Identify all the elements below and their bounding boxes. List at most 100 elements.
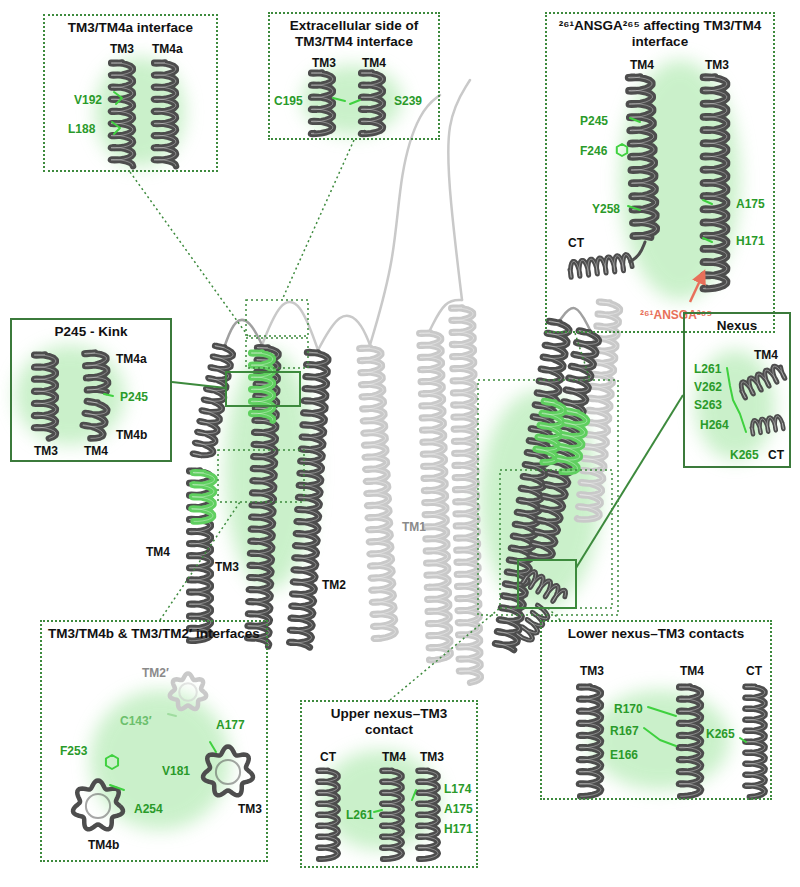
helix-highlight xyxy=(289,352,328,647)
helix-label: TM4b xyxy=(116,428,147,442)
contact-glow xyxy=(15,345,125,445)
helix-ribbon xyxy=(741,366,785,398)
residue-label: L174 xyxy=(444,782,471,796)
residue-label: P245 xyxy=(580,114,608,128)
helix-label: TM3 xyxy=(705,58,729,72)
helix-highlight xyxy=(193,346,233,456)
residue-label: A175 xyxy=(444,802,473,816)
helix-label: CT xyxy=(320,750,336,764)
residue-stick xyxy=(374,810,382,812)
residue-stick xyxy=(112,122,120,134)
helix-label: TM4 xyxy=(362,56,386,70)
helix-end-view xyxy=(179,683,197,701)
callout-box: TM3/TM4a interfaceTM3TM4aV192L188 xyxy=(43,14,218,172)
region-frame xyxy=(478,380,618,615)
helix-label: TM3 xyxy=(215,560,239,574)
helix-ribbon xyxy=(418,770,438,859)
callout-title: Nexus xyxy=(689,318,785,334)
loop xyxy=(448,80,470,300)
helix-highlight xyxy=(251,353,272,421)
residue-stick xyxy=(740,738,746,742)
residue-stick xyxy=(617,144,627,156)
helix-highlight xyxy=(628,77,656,237)
residue-stick xyxy=(648,707,676,716)
residue-label: H171 xyxy=(444,822,473,836)
region-frame xyxy=(218,450,304,502)
helix-highlight xyxy=(536,401,565,462)
helix-ribbon xyxy=(192,472,215,521)
helix-ribbon xyxy=(517,605,548,640)
helix-highlight xyxy=(745,686,765,797)
residue-stick xyxy=(644,728,676,746)
helix-label: TM4 xyxy=(84,444,108,458)
helix-ribbon xyxy=(628,77,656,237)
contact-glow xyxy=(15,57,775,850)
detail-box: P245 - KinkTM4aP245TM4bTM3TM4 xyxy=(10,318,172,462)
residue-stick xyxy=(703,238,712,242)
residue-stick xyxy=(104,394,113,396)
residue-label: R167 xyxy=(610,724,639,738)
helix-label: TM3 xyxy=(420,750,444,764)
helix-label: TM4a xyxy=(152,42,183,56)
residue-label: C143′ xyxy=(120,714,152,728)
helix-ribbon xyxy=(523,571,566,601)
helix-ribbon xyxy=(752,416,784,434)
helix-ribbon xyxy=(289,352,328,647)
loop xyxy=(430,300,462,330)
helix-highlight xyxy=(570,254,632,277)
helix-end-view xyxy=(203,746,253,795)
helix-ribbon xyxy=(745,686,765,797)
residue-stick xyxy=(628,206,640,210)
residue-label: V262 xyxy=(694,380,722,394)
residue-label: F253 xyxy=(60,744,87,758)
helix-end-view xyxy=(216,760,240,784)
callout-title: TM3/TM4b & TM3/TM2′ interfaces xyxy=(46,626,262,642)
region-frame xyxy=(246,300,308,336)
helix-ribbon xyxy=(703,77,727,289)
residue-label: Y258 xyxy=(592,202,620,216)
leader-line xyxy=(390,608,500,700)
helix-ribbon xyxy=(557,411,587,472)
helix-label: TM3 xyxy=(34,444,58,458)
callout-box: Extracellular side of TM3/TM4 interfaceT… xyxy=(268,12,440,140)
helix-ribbon xyxy=(536,401,565,462)
callout-title: ²⁶¹ANSGA²⁶⁵ affecting TM3/TM4 interface xyxy=(551,18,769,50)
helix-ribbon xyxy=(311,73,333,134)
helix-label: CT xyxy=(568,236,584,250)
residue-label: H171 xyxy=(736,234,765,248)
helix-label: TM3 xyxy=(110,42,134,56)
helix-highlight xyxy=(451,308,480,683)
helix-highlight xyxy=(192,472,215,521)
helix-highlight xyxy=(34,355,56,439)
helix-highlight xyxy=(154,63,176,167)
helix-ribbon xyxy=(570,254,632,277)
helix-ribbon xyxy=(34,355,56,439)
callout-title: Extracellular side of TM3/TM4 interface xyxy=(274,18,434,50)
residue-stick xyxy=(168,714,176,716)
residue-label: ²⁶¹ANSGA²⁶⁵ xyxy=(640,308,712,322)
helix-highlight xyxy=(530,331,599,558)
helix-highlight xyxy=(111,63,133,167)
detail-box: NexusTM4L261V262S263H264CTK265 xyxy=(683,312,791,468)
helix-highlight xyxy=(83,401,108,438)
residue-stick xyxy=(210,742,216,752)
helix-label: TM3 xyxy=(580,664,604,678)
helix-highlight xyxy=(557,411,587,472)
residue-label: K265 xyxy=(730,448,759,462)
helix-ribbon xyxy=(154,63,176,167)
leader-lines xyxy=(130,140,704,700)
helix-ribbon xyxy=(251,353,272,421)
helix-label: TM3 xyxy=(312,56,336,70)
callout-box: TM3/TM4b & TM3/TM2′ interfacesTM2′C143′A… xyxy=(40,620,268,862)
helix-ribbon xyxy=(679,687,701,797)
residue-label: A175 xyxy=(736,197,765,211)
helix-label: TM4 xyxy=(630,58,654,72)
residue-label: V192 xyxy=(74,93,102,107)
region-frame xyxy=(226,372,300,406)
helix-label: CT xyxy=(768,448,784,462)
residue-label: S263 xyxy=(694,398,722,412)
residue-label: A177 xyxy=(216,718,245,732)
helix-ribbon xyxy=(111,63,133,167)
helix-label: TM4 xyxy=(382,750,406,764)
helix-highlight xyxy=(418,770,438,859)
